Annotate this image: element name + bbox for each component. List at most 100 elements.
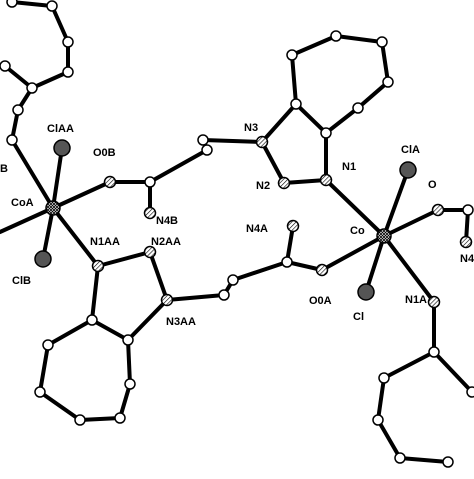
- bond-n3-ch2: [201, 138, 264, 144]
- bond-rb4-rb5: [356, 80, 390, 110]
- bond-lb4-lb5: [118, 382, 132, 420]
- atom-labels: N3 N1 N2 ClA O Co N4A N4 N1A O0A Cl ClAA…: [0, 122, 474, 328]
- atom-t3: [62, 36, 74, 48]
- bond-coa-oob: [51, 180, 112, 210]
- atom-br6: [466, 386, 474, 398]
- bond-n2-n1: [282, 178, 328, 185]
- label-clb: ClB: [12, 275, 31, 287]
- atom-lb1: [42, 339, 54, 351]
- atom-br2: [378, 372, 390, 384]
- atom-lb5: [124, 378, 136, 390]
- bond-rb1-rb2: [290, 34, 338, 57]
- bond-co-cl: [364, 234, 386, 294]
- atom-n2aa: [143, 245, 157, 259]
- atom-t6: [0, 60, 11, 72]
- atom-n4b: [143, 206, 157, 220]
- atom-cl: [357, 283, 375, 301]
- atom-rb4: [382, 76, 394, 88]
- label-co: Co: [350, 225, 365, 237]
- atom-c7a: [320, 127, 332, 139]
- bond-n1aa-n2aa: [96, 250, 152, 268]
- atom-n2: [277, 176, 291, 190]
- bond-br3-br4: [376, 418, 402, 460]
- bond-coa-n1aa: [51, 206, 100, 268]
- bond-t4-t5: [30, 70, 70, 90]
- bond-br1-br6: [432, 350, 474, 394]
- bond-rb2-rb3: [334, 34, 384, 44]
- label-n2aa: N2AA: [151, 236, 181, 248]
- bond-t5-t6: [3, 64, 34, 90]
- bond-lb1-lb2: [38, 343, 50, 394]
- atom-br5: [442, 456, 454, 468]
- atom-br3: [372, 414, 384, 426]
- bond-co-ooa: [320, 234, 386, 272]
- atom-c3a2: [122, 334, 134, 346]
- bond-co-cla: [382, 168, 410, 238]
- atom-br1: [428, 346, 440, 358]
- atom-t1: [6, 0, 18, 8]
- atom-rb5: [352, 102, 364, 114]
- bond-n3aa-c3a2: [126, 298, 169, 342]
- atom-co: [376, 228, 392, 244]
- atom-n4a: [286, 219, 300, 233]
- bond-br2-br3: [376, 376, 386, 422]
- atom-layer: [0, 0, 474, 468]
- atom-rb2: [330, 30, 342, 42]
- label-claa: ClAA: [47, 123, 74, 135]
- bond-n3-n2: [260, 140, 286, 185]
- bond-t1-t2: [10, 0, 54, 8]
- atom-t7: [12, 104, 24, 116]
- atom-lb3: [74, 414, 86, 426]
- bond-c3a-n3: [260, 102, 298, 144]
- atom-t8: [6, 134, 18, 146]
- atom-lb4: [114, 412, 126, 424]
- atom-c3a: [290, 98, 302, 110]
- label-n3aa: N3AA: [166, 316, 196, 328]
- label-cl: Cl: [353, 311, 364, 323]
- bond-c_amide-ch3: [231, 260, 289, 282]
- bond-ch4-n3aa: [165, 293, 226, 302]
- atom-n1aa: [91, 259, 105, 273]
- bond-c3a2-c7a2: [90, 318, 130, 342]
- atom-ooa: [315, 263, 329, 277]
- bond-lb5-c3a2: [126, 338, 132, 386]
- atom-n1: [319, 173, 333, 187]
- label-n1aa: N1AA: [90, 236, 120, 248]
- bond-t8-coa: [10, 138, 55, 210]
- bond-co-n1a: [382, 234, 436, 304]
- label-coa: CoA: [11, 197, 34, 209]
- label-n4a: N4A: [246, 223, 268, 235]
- atom-ch4: [218, 289, 230, 301]
- atom-ch3: [227, 274, 239, 286]
- label-n4: N4: [460, 253, 474, 265]
- bond-br4-br5: [398, 456, 450, 464]
- atom-o: [431, 203, 445, 217]
- bond-rb5-c7a: [324, 106, 360, 135]
- bond-t2-t3: [50, 4, 70, 44]
- atom-rb3: [376, 36, 388, 48]
- atom-n3: [255, 135, 269, 149]
- bond-ch1-c_lb: [148, 148, 209, 184]
- atom-ch1: [201, 144, 213, 156]
- bond-coa-claa: [51, 146, 64, 210]
- label-n2: N2: [256, 180, 270, 192]
- atom-ch2: [197, 134, 209, 146]
- atom-br4: [394, 452, 406, 464]
- atom-c_ra: [462, 204, 474, 216]
- atom-c7a2: [86, 314, 98, 326]
- atom-t5: [26, 82, 38, 94]
- bond-c7a-c3a: [294, 102, 328, 135]
- atom-coa: [45, 200, 61, 216]
- label-o: O: [428, 179, 437, 191]
- bond-lb2-lb3: [38, 390, 82, 422]
- bond-co-o: [382, 208, 440, 238]
- bond-lb3-lb4: [78, 416, 122, 422]
- bond-c3a-rb1: [290, 53, 298, 106]
- atom-c_lb: [144, 176, 156, 188]
- label-ooa: O0A: [309, 295, 332, 307]
- bond-n2aa-n3aa: [148, 250, 169, 302]
- bond-br1-br2: [382, 350, 436, 380]
- bond-rb3-rb4: [380, 40, 390, 84]
- label-b: B: [0, 163, 8, 175]
- label-oob: O0B: [93, 147, 116, 159]
